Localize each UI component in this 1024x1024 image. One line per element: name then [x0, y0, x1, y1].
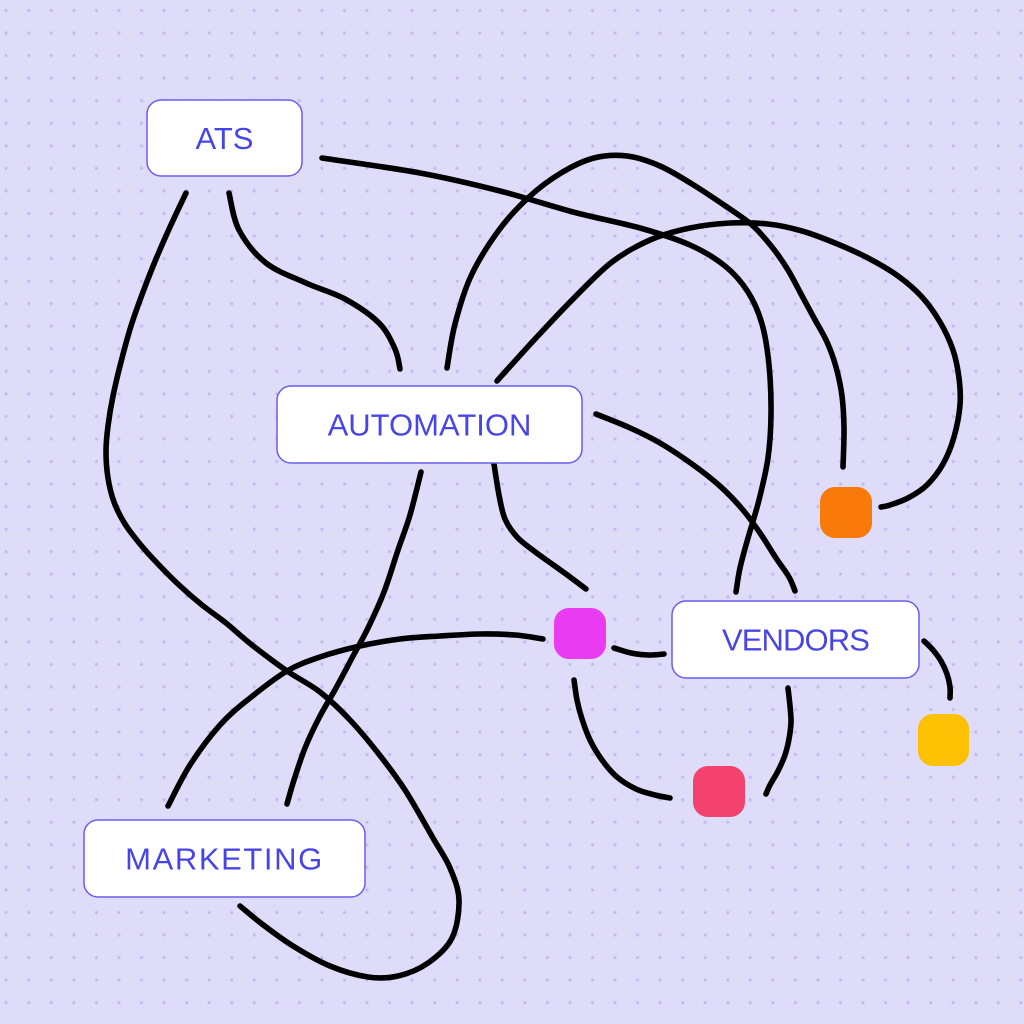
svg-text:VENDORS: VENDORS [722, 623, 869, 658]
svg-text:ATS: ATS [196, 121, 254, 156]
svg-text:MARKETING: MARKETING [125, 842, 324, 877]
svg-text:AUTOMATION: AUTOMATION [328, 408, 532, 443]
